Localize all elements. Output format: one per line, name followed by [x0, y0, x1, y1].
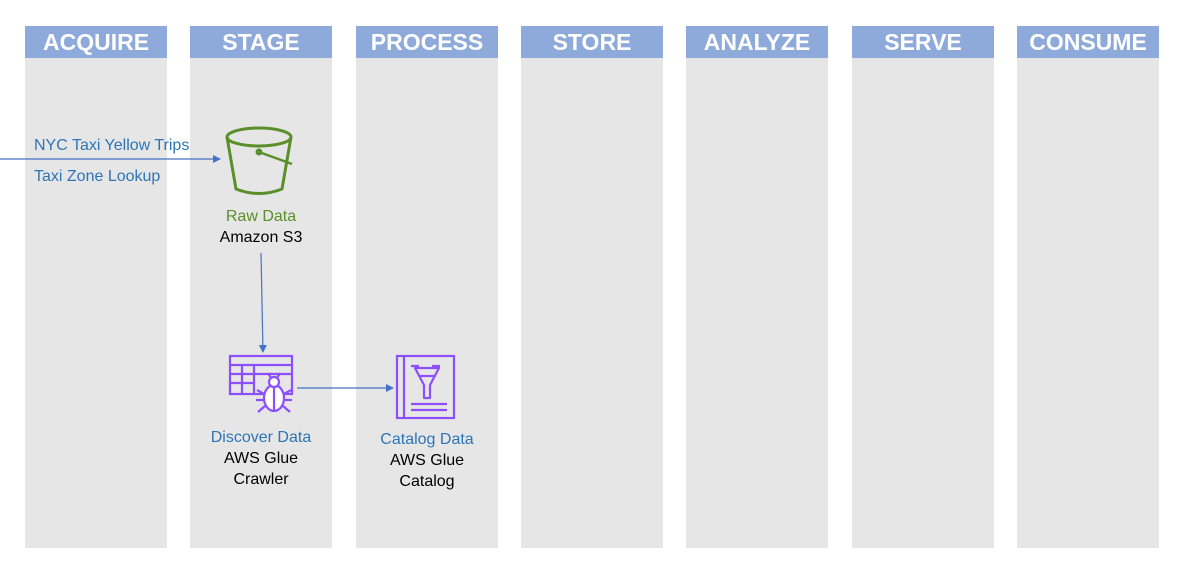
- source-yellow-trips: NYC Taxi Yellow Trips: [34, 137, 190, 154]
- lane-serve: SERVE: [852, 26, 994, 548]
- glue-catalog-icon: [395, 354, 456, 420]
- arrow-s3-to-crawler: [258, 252, 267, 353]
- lane-process: PROCESS: [356, 26, 498, 548]
- lane-stage: STAGE: [190, 26, 332, 548]
- lane-consume: CONSUME: [1017, 26, 1159, 548]
- lane-analyze: ANALYZE: [686, 26, 828, 548]
- lane-header-serve: SERVE: [852, 26, 994, 58]
- raw-data-title: Raw Data: [225, 208, 297, 225]
- lane-acquire: ACQUIRE: [25, 26, 167, 548]
- lane-header-stage: STAGE: [190, 26, 332, 58]
- discover-data-service-1: AWS Glue: [223, 450, 299, 467]
- s3-bucket-icon: [225, 126, 293, 195]
- lane-header-consume: CONSUME: [1017, 26, 1159, 58]
- lane-header-analyze: ANALYZE: [686, 26, 828, 58]
- catalog-data-title: Catalog Data: [380, 431, 474, 448]
- lane-header-process: PROCESS: [356, 26, 498, 58]
- glue-crawler-icon: [228, 354, 294, 413]
- lane-header-store: STORE: [521, 26, 663, 58]
- discover-data-title: Discover Data: [210, 429, 312, 446]
- catalog-data-service-2: Catalog: [399, 473, 455, 490]
- discover-data-service-2: Crawler: [233, 471, 289, 488]
- lane-store: STORE: [521, 26, 663, 548]
- catalog-data-service-1: AWS Glue: [389, 452, 465, 469]
- raw-data-service: Amazon S3: [219, 229, 303, 246]
- source-zone-lookup: Taxi Zone Lookup: [34, 168, 161, 185]
- lane-header-acquire: ACQUIRE: [25, 26, 167, 58]
